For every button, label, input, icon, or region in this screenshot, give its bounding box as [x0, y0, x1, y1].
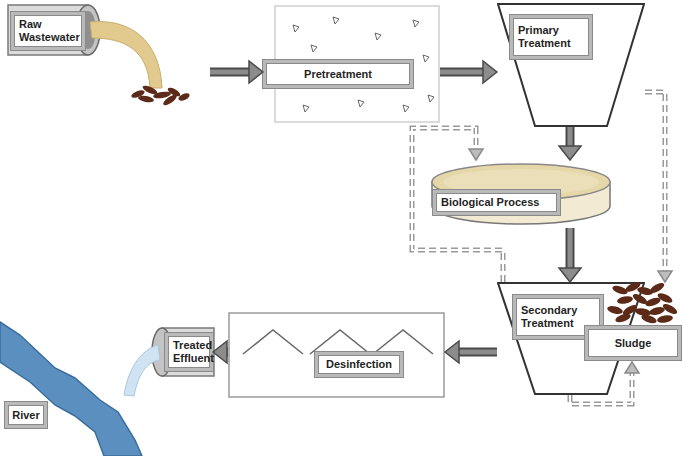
wastewater-flow [90, 22, 162, 88]
arrow-head [249, 61, 263, 83]
baffle-symbol [310, 330, 370, 354]
sludge-flow-arrow [570, 362, 639, 404]
tank-node: Primary Treatment [497, 3, 645, 127]
label-box: Raw Wastewater [11, 12, 85, 50]
label-box: Sludge [585, 326, 681, 360]
grit-symbol [303, 105, 309, 112]
node-label: Raw Wastewater [19, 18, 80, 44]
node-label: Primary Treatment [518, 24, 584, 50]
sludge-node: Sludge [585, 282, 683, 362]
arrow-shaft [566, 127, 575, 147]
grit-symbol [403, 105, 409, 112]
node-label: Pretreatment [304, 68, 372, 81]
arrow-shaft [458, 348, 497, 357]
node-label: Desinfection [326, 358, 392, 371]
grit-symbol [358, 100, 364, 107]
grit-symbol [375, 33, 381, 40]
sludge-flow-arrow [412, 128, 503, 282]
arrow-shaft-fill [458, 350, 497, 355]
arrow-head [483, 61, 497, 83]
grit-symbol [333, 17, 339, 24]
grit-symbol [413, 20, 419, 27]
flow-arrow [213, 341, 228, 363]
grit-symbol [293, 25, 299, 32]
source-node: Raw Wastewater [5, 3, 210, 110]
node-label: Treated Effluent [173, 339, 214, 365]
process-box: Pretreatment [263, 5, 440, 123]
arrow-shaft-fill [568, 127, 573, 147]
arrow-shaft-fill [226, 350, 228, 355]
arrow-shaft [566, 228, 575, 269]
disinfection-box [229, 313, 444, 397]
baffle-symbol [243, 330, 303, 354]
arrow-head [658, 271, 672, 282]
effluent-flow [124, 345, 160, 396]
arrow-shaft-fill [210, 70, 250, 75]
outlet-node: Treated Effluent [165, 333, 213, 371]
sludge-flow-arrow [645, 92, 672, 282]
node-label: River [12, 409, 40, 422]
baffle-symbol [373, 330, 433, 354]
flow-arrow [445, 341, 497, 363]
arrow-head [213, 341, 227, 363]
arrow-head [559, 268, 581, 282]
label-box: Pretreatment [263, 60, 413, 88]
arrow-head [445, 341, 459, 363]
inlet-pipe [8, 5, 88, 55]
dashed-line-core [412, 128, 503, 282]
node-label: Biological Process [441, 196, 539, 209]
label-box: Primary Treatment [510, 15, 592, 59]
label-box: Desinfection [315, 352, 403, 377]
arrow-head [625, 362, 639, 373]
sludge-pile [130, 84, 190, 107]
arrow-shaft-fill [440, 70, 484, 75]
tank-outline [498, 4, 644, 126]
flow-arrow [210, 61, 263, 83]
arrow-shaft-fill [568, 228, 573, 269]
arrow-head [559, 146, 581, 160]
arrow-shaft [440, 68, 484, 77]
river-shape [0, 322, 142, 456]
flow-arrow [559, 127, 581, 160]
grit-symbol [311, 45, 317, 52]
grit-symbol [423, 55, 429, 62]
dashed-line-core [645, 92, 665, 272]
sludge-pile [606, 282, 678, 325]
flow-arrow [440, 61, 497, 83]
outlet-pipe [162, 328, 214, 376]
dashed-line [570, 372, 632, 404]
label-box: Treated Effluent [165, 333, 213, 371]
dashed-line [412, 128, 503, 282]
process-box: Desinfection [228, 312, 445, 398]
arrow-head [469, 149, 483, 160]
arrow-shaft [226, 348, 228, 357]
node-label: Secondary Treatment [521, 304, 595, 330]
dashed-line [645, 92, 665, 272]
label-box: Biological Process [433, 190, 560, 215]
grit-symbol [428, 95, 434, 102]
dashed-line-core [570, 372, 632, 404]
label-box: River [5, 402, 47, 428]
reactor-node: Biological Process [430, 160, 612, 228]
river-node: River [5, 402, 47, 428]
arrow-shaft [210, 68, 250, 77]
node-label: Sludge [615, 337, 652, 350]
flow-arrow [559, 228, 581, 282]
